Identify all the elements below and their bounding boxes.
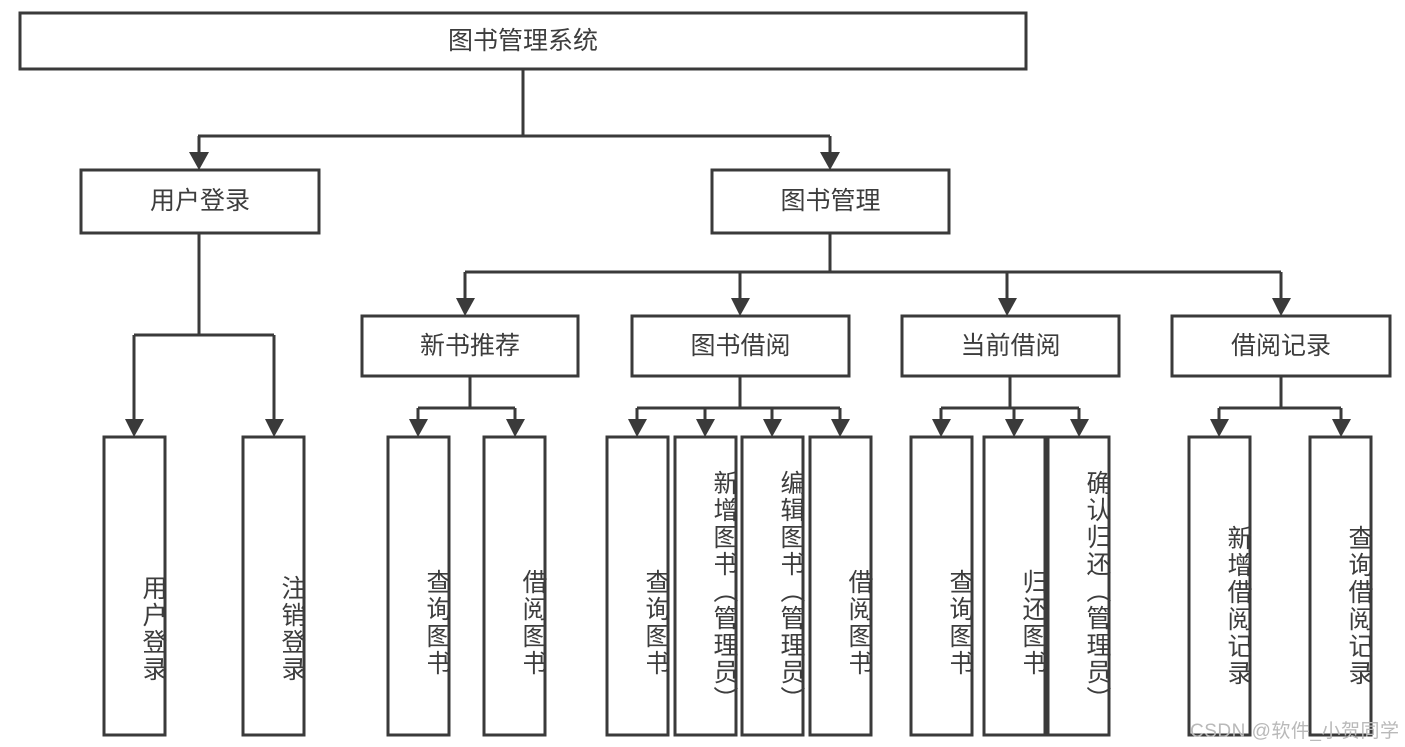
arrow-cb-to-l2 — [1005, 419, 1024, 437]
arrow-bm-to-borrow-record — [1272, 298, 1291, 316]
node-box-leaf-borrow-book-2[interactable] — [808, 435, 873, 737]
node-box-leaf-query-book-3[interactable] — [909, 435, 974, 737]
arrow-bb-to-l2 — [696, 419, 715, 437]
node-box-book-borrowing[interactable] — [630, 314, 851, 378]
arrow-bm-to-book-borrow — [731, 298, 750, 316]
node-box-leaf-borrow-book-1[interactable] — [482, 435, 547, 737]
node-box-leaf-query-borrow-record[interactable] — [1308, 435, 1373, 737]
node-box-leaf-query-book-1[interactable] — [386, 435, 451, 737]
arrow-user-login-to-l2 — [265, 419, 284, 437]
arrow-root-to-user-login — [189, 152, 209, 170]
arrow-br-to-l1 — [1210, 419, 1229, 437]
arrow-root-to-book-mgmt — [820, 152, 840, 170]
arrow-cb-to-l3 — [1070, 419, 1089, 437]
node-box-user-login[interactable] — [79, 168, 321, 235]
arrow-bb-to-l1 — [628, 419, 647, 437]
arrow-nb-to-l1 — [409, 419, 428, 437]
arrow-bb-to-l3 — [763, 419, 782, 437]
arrow-bm-to-current-borrow — [998, 298, 1017, 316]
node-box-leaf-query-book-2[interactable] — [605, 435, 670, 737]
arrow-bb-to-l4 — [831, 419, 850, 437]
arrow-bm-to-new-book — [456, 298, 475, 316]
node-box-new-book-recommendation[interactable] — [360, 314, 580, 378]
node-box-leaf-edit-book[interactable] — [740, 435, 805, 737]
arrow-nb-to-l2 — [506, 419, 525, 437]
node-box-book-management[interactable] — [710, 168, 951, 235]
arrow-user-login-to-l1 — [125, 419, 144, 437]
node-box-leaf-confirm-return[interactable] — [1046, 435, 1111, 737]
connector-layer — [125, 69, 1351, 437]
arrow-br-to-l2 — [1332, 419, 1351, 437]
node-box-borrow-records[interactable] — [1170, 314, 1392, 378]
node-box-leaf-return-book[interactable] — [982, 435, 1047, 737]
node-box-root[interactable] — [18, 11, 1028, 71]
arrow-cb-to-l1 — [932, 419, 951, 437]
node-box-leaf-add-book[interactable] — [673, 435, 738, 737]
node-box-current-borrowing[interactable] — [900, 314, 1121, 378]
node-box-leaf-add-borrow-record[interactable] — [1187, 435, 1252, 737]
node-box-layer — [18, 11, 1392, 737]
node-box-leaf-logout[interactable] — [241, 435, 306, 737]
node-box-leaf-user-login[interactable] — [102, 435, 167, 737]
